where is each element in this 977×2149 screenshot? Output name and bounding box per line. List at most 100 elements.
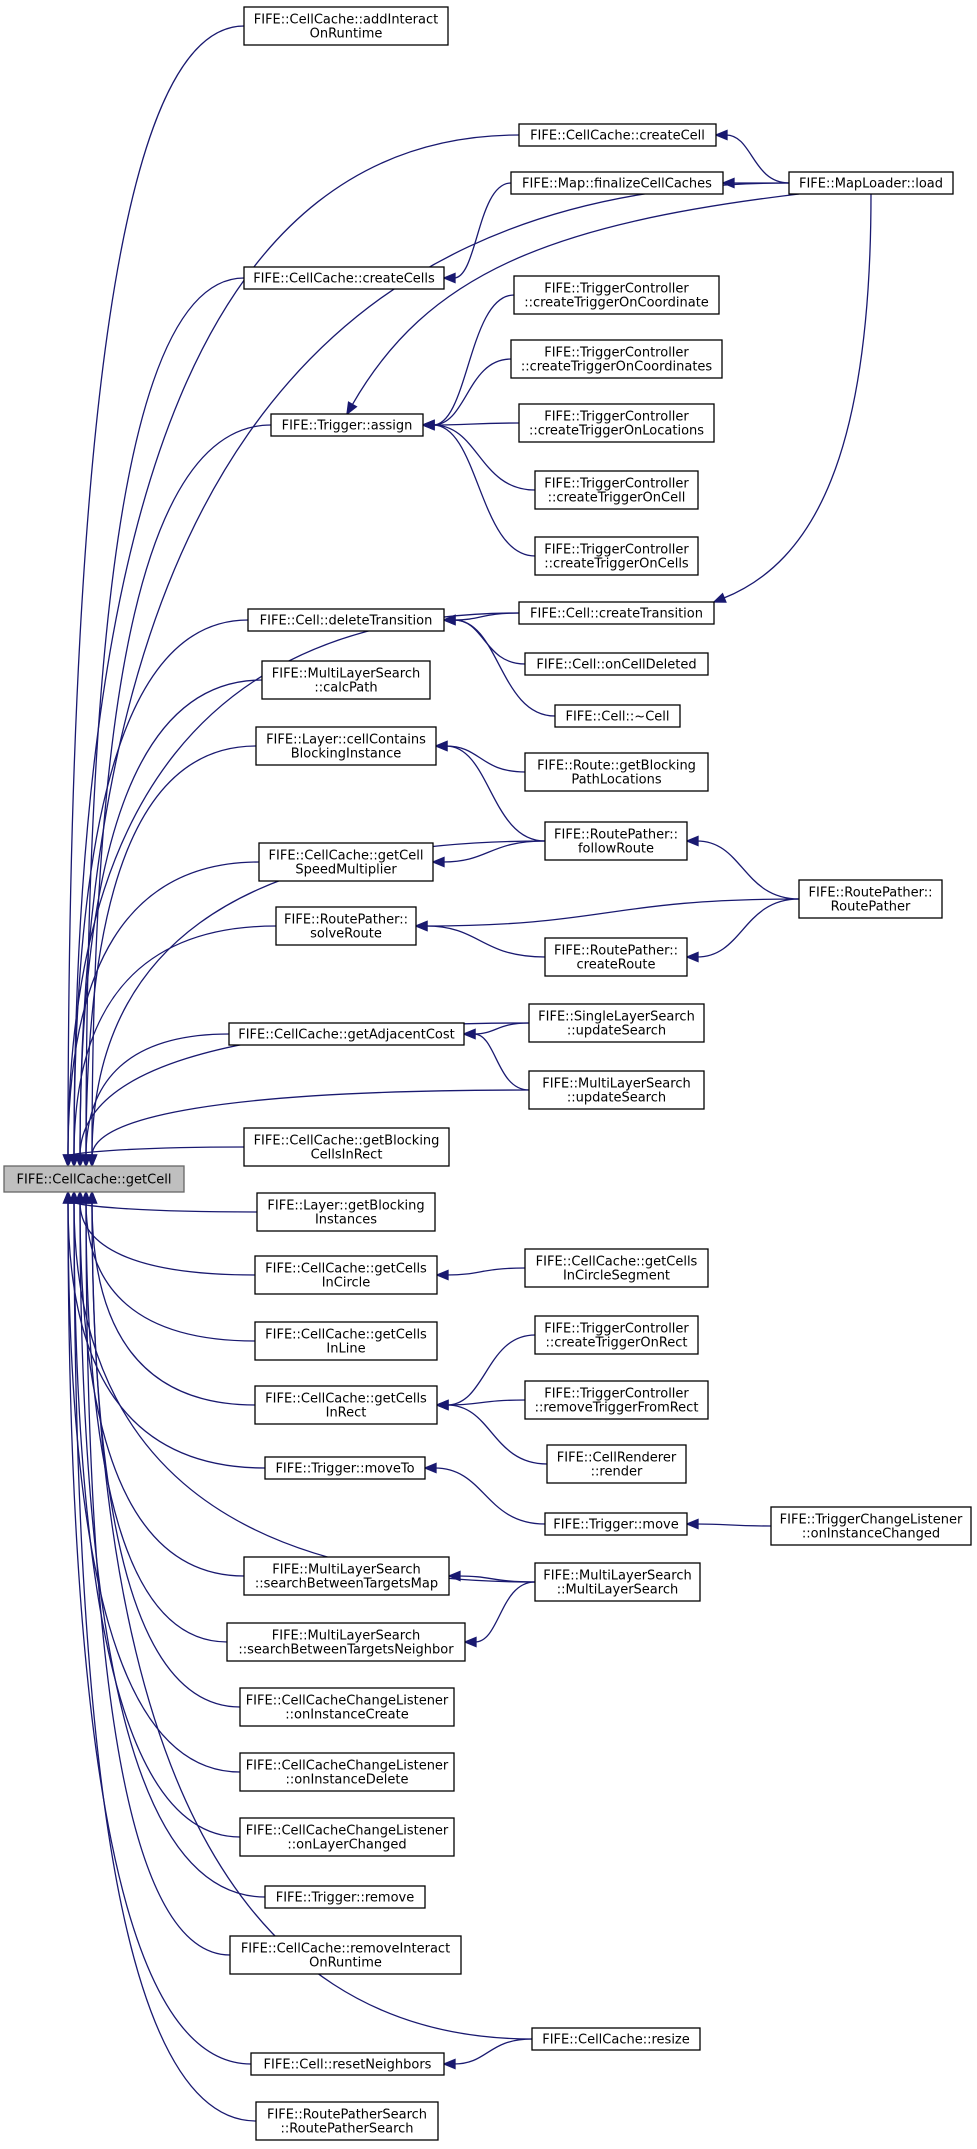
node-box xyxy=(228,1022,465,1046)
node-mls-between-map[interactable]: FIFE::MultiLayerSearch::searchBetweenTar… xyxy=(243,1556,450,1596)
edge-move-to-to-get-cell xyxy=(62,1190,266,1469)
node-tc-coord[interactable]: FIFE::TriggerController::createTriggerOn… xyxy=(513,275,720,315)
node-label: ::createTriggerOnRect xyxy=(545,1336,687,1351)
node-cell-renderer[interactable]: FIFE::CellRenderer::render xyxy=(546,1444,687,1484)
edge-line xyxy=(473,1022,530,1035)
node-create-route[interactable]: FIFE::RoutePather::createRoute xyxy=(544,937,688,977)
node-mls-ctor[interactable]: FIFE::MultiLayerSearch::MultiLayerSearch xyxy=(534,1562,701,1602)
node-reset-neighbors[interactable]: FIFE::Cell::resetNeighbors xyxy=(250,2052,445,2076)
node-label: InRect xyxy=(326,1406,367,1421)
edge-line xyxy=(446,1334,536,1406)
node-label: FIFE::Map::finalizeCellCaches xyxy=(522,177,712,192)
node-create-trans[interactable]: FIFE::Cell::createTransition xyxy=(518,601,715,625)
edge-route-pather-to-follow-route xyxy=(685,835,800,900)
node-tc-cell[interactable]: FIFE::TriggerController::createTriggerOn… xyxy=(534,470,699,510)
node-get-cell[interactable]: FIFE::CellCache::getCell xyxy=(3,1165,185,1193)
node-tc-coords[interactable]: FIFE::TriggerController::createTriggerOn… xyxy=(510,339,723,379)
node-mls-between-neighbor[interactable]: FIFE::MultiLayerSearch::searchBetweenTar… xyxy=(226,1622,466,1662)
node-finalize[interactable]: FIFE::Map::finalizeCellCaches xyxy=(510,171,724,195)
node-box xyxy=(510,339,723,379)
edge-line xyxy=(85,745,257,1157)
arrowhead-icon xyxy=(435,1399,449,1411)
node-route-pather[interactable]: FIFE::RoutePather::RoutePather xyxy=(798,879,943,919)
node-label: FIFE::CellCache::getCells xyxy=(265,1328,427,1343)
node-box xyxy=(254,1321,438,1361)
node-move[interactable]: FIFE::Trigger::move xyxy=(544,1512,688,1536)
node-trigger-remove[interactable]: FIFE::Trigger::remove xyxy=(264,1885,426,1909)
edge-line xyxy=(67,861,260,1157)
node-move-to[interactable]: FIFE::Trigger::moveTo xyxy=(264,1456,426,1480)
node-ccl-create[interactable]: FIFE::CellCacheChangeListener::onInstanc… xyxy=(239,1687,455,1727)
node-delete-trans[interactable]: FIFE::Cell::deleteTransition xyxy=(247,608,445,632)
node-tc-remove-rect[interactable]: FIFE::TriggerController::removeTriggerFr… xyxy=(524,1380,709,1420)
node-box xyxy=(770,1506,972,1546)
node-mls-update[interactable]: FIFE::MultiLayerSearch::updateSearch xyxy=(528,1070,705,1110)
node-resize[interactable]: FIFE::CellCache::resize xyxy=(531,2027,701,2051)
node-label: FIFE::MultiLayerSearch xyxy=(272,1629,420,1644)
node-box xyxy=(510,171,724,195)
arrowhead-icon xyxy=(346,401,358,416)
node-label: FIFE::Layer::cellContains xyxy=(266,733,426,748)
node-label: FIFE::CellCache::resize xyxy=(542,2033,690,2048)
node-label: FIFE::TriggerController xyxy=(544,410,689,425)
node-box xyxy=(258,842,434,882)
node-box xyxy=(254,1255,438,1295)
node-label: Instances xyxy=(315,1213,377,1228)
node-label: FIFE::Trigger::moveTo xyxy=(275,1462,414,1477)
node-label: ::MultiLayerSearch xyxy=(557,1583,678,1598)
edge-line xyxy=(473,1033,530,1091)
node-dtor-cell[interactable]: FIFE::Cell::~Cell xyxy=(554,704,681,728)
node-follow-route[interactable]: FIFE::RoutePather::followRoute xyxy=(544,821,688,861)
node-sls-update[interactable]: FIFE::SingleLayerSearch::updateSearch xyxy=(528,1003,705,1043)
edge-line xyxy=(85,1201,231,1956)
node-label: FIFE::CellCache::getCell xyxy=(269,849,424,864)
node-rps-ctor[interactable]: FIFE::RoutePatherSearch::RoutePatherSear… xyxy=(255,2101,439,2141)
node-label: ::RoutePatherSearch xyxy=(280,2122,413,2137)
node-label: FIFE::MultiLayerSearch xyxy=(542,1077,690,1092)
node-create-cells[interactable]: FIFE::CellCache::createCells xyxy=(243,266,445,290)
node-tc-locs[interactable]: FIFE::TriggerController::createTriggerOn… xyxy=(518,403,715,443)
node-create-cell[interactable]: FIFE::CellCache::createCell xyxy=(518,123,717,147)
node-label: solveRoute xyxy=(310,927,382,942)
node-box xyxy=(264,1885,426,1909)
node-ccl-layer[interactable]: FIFE::CellCacheChangeListener::onLayerCh… xyxy=(239,1817,455,1857)
edge-line xyxy=(425,925,546,958)
node-solve-route[interactable]: FIFE::RoutePather::solveRoute xyxy=(275,906,417,946)
node-label: FIFE::Trigger::remove xyxy=(276,1891,415,1906)
node-tcl-inst-changed[interactable]: FIFE::TriggerChangeListener::onInstanceC… xyxy=(770,1506,972,1546)
edge-create-cells-to-get-cell xyxy=(80,277,245,1168)
node-box xyxy=(243,6,449,46)
node-label: ::createTriggerOnLocations xyxy=(529,424,704,439)
node-tc-on-rect[interactable]: FIFE::TriggerController::createTriggerOn… xyxy=(534,1315,699,1355)
arrowhead-icon xyxy=(721,177,735,189)
node-on-cell-deleted[interactable]: FIFE::Cell::onCellDeleted xyxy=(524,652,709,676)
node-tc-cells[interactable]: FIFE::TriggerController::createTriggerOn… xyxy=(534,536,699,576)
edge-assign-to-get-cell xyxy=(86,424,272,1168)
node-assign[interactable]: FIFE::Trigger::assign xyxy=(270,413,424,437)
edge-line xyxy=(723,193,872,599)
edge-map-load-to-assign xyxy=(346,193,800,416)
edge-line xyxy=(434,1467,546,1525)
node-map-load[interactable]: FIFE::MapLoader::load xyxy=(788,171,954,195)
node-box xyxy=(534,1562,701,1602)
node-box xyxy=(524,1248,709,1288)
node-cell-contains[interactable]: FIFE::Layer::cellContainsBlockingInstanc… xyxy=(255,726,437,766)
node-layer: FIFE::CellCache::getCellFIFE::CellCache:… xyxy=(3,6,972,2141)
node-mls-calc-path[interactable]: FIFE::MultiLayerSearch::calcPath xyxy=(261,660,431,700)
edge-line xyxy=(446,1404,548,1465)
arrowhead-icon xyxy=(685,1518,699,1530)
node-adj-cost[interactable]: FIFE::CellCache::getAdjacentCost xyxy=(228,1022,465,1046)
node-label: ::createTriggerOnCells xyxy=(544,557,689,572)
node-label: SpeedMultiplier xyxy=(295,863,397,878)
node-ccl-delete[interactable]: FIFE::CellCacheChangeListener::onInstanc… xyxy=(239,1752,455,1792)
